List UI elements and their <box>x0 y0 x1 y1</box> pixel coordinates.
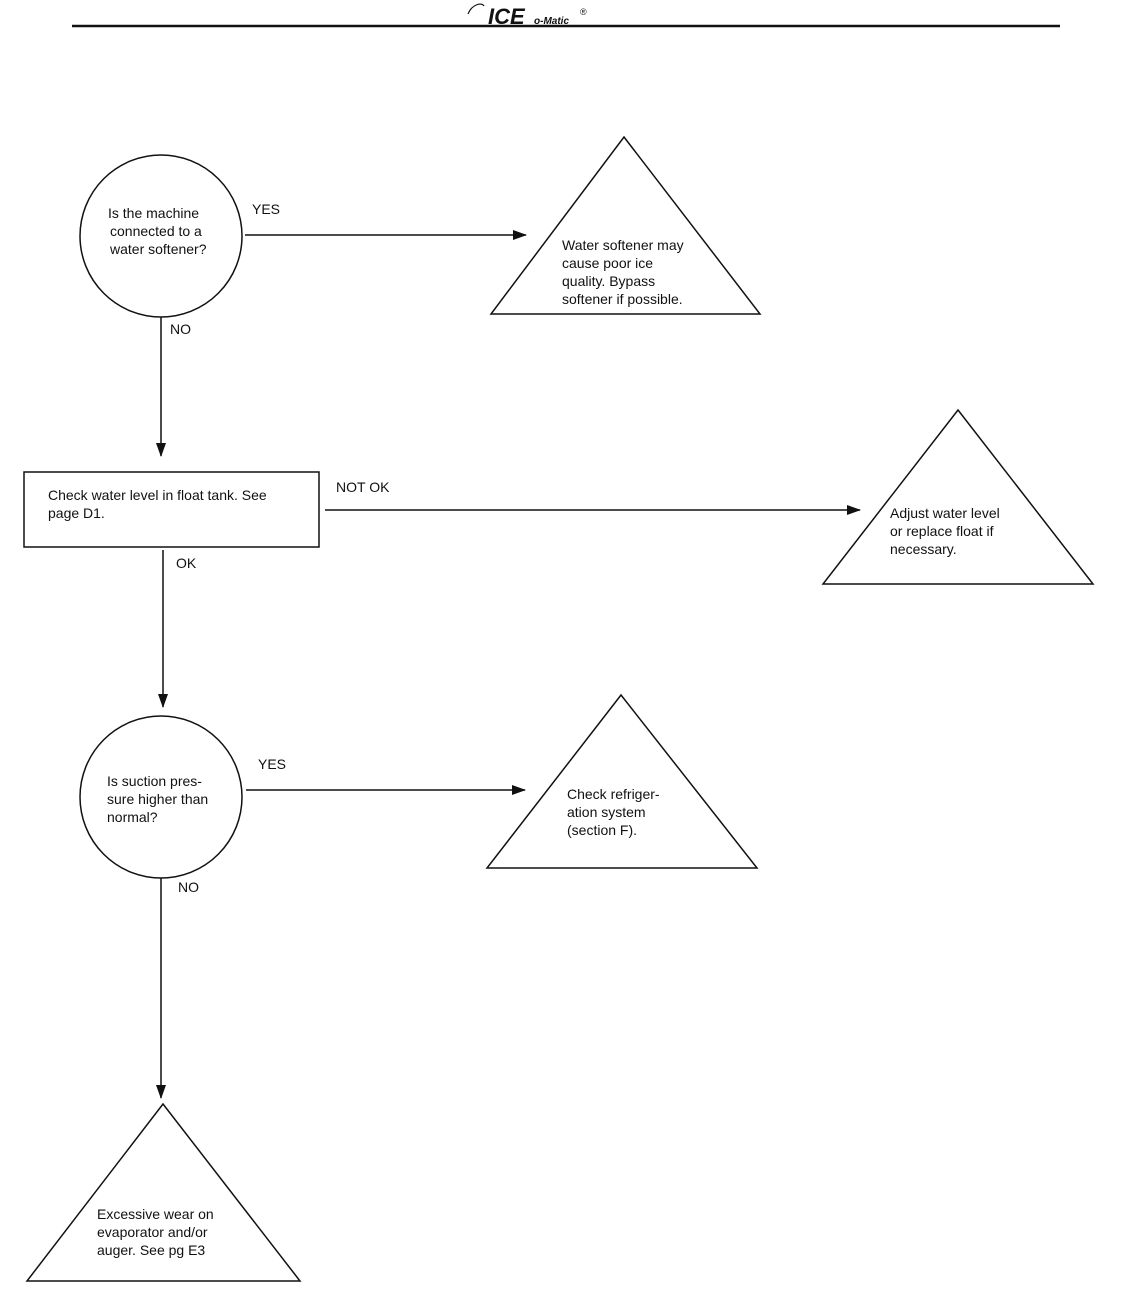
result-water-line-1: Adjust water level <box>890 505 1000 521</box>
logo-registered-mark: ® <box>580 7 587 17</box>
edge-softener-no-label: NO <box>170 321 191 337</box>
decision-suction-line-1: Is suction pres- <box>107 773 202 789</box>
process-check-water-box <box>23 471 320 548</box>
result-suction-line-2: ation system <box>567 804 646 820</box>
result-softener-line-1: Water softener may <box>562 237 684 253</box>
edge-water-ok-label: OK <box>176 555 197 571</box>
result-softener-line-4: softener if possible. <box>562 291 683 307</box>
result-suction-line-3: (section F). <box>567 822 637 838</box>
result-suction: Check refriger- ation system (section F)… <box>485 693 759 869</box>
result-wear-line-3: auger. See pg E3 <box>97 1242 205 1258</box>
decision-softener-line-3: water softener? <box>109 241 207 257</box>
result-softener-triangle <box>489 135 762 315</box>
result-wear-triangle <box>25 1102 302 1282</box>
result-wear-line-1: Excessive wear on <box>97 1206 214 1222</box>
decision-softener-line-2: connected to a <box>110 223 202 239</box>
result-softener-line-2: cause poor ice <box>562 255 653 271</box>
edge-suction-no-label: NO <box>178 879 199 895</box>
edge-water-notok-label: NOT OK <box>336 479 390 495</box>
decision-softener-line-1: Is the machine <box>108 205 199 221</box>
edge-suction-yes-label: YES <box>258 756 286 772</box>
result-wear: Excessive wear on evaporator and/or auge… <box>25 1102 302 1282</box>
logo-swoosh-icon <box>467 3 485 15</box>
process-check-water-line-2: page D1. <box>48 505 105 521</box>
result-water-line-2: or replace float if <box>890 523 994 539</box>
process-check-water-line-1: Check water level in float tank. See <box>48 487 267 503</box>
decision-suction-line-2: sure higher than <box>107 791 208 807</box>
result-suction-triangle <box>485 693 759 869</box>
result-water-triangle <box>821 408 1095 585</box>
process-check-water: Check water level in float tank. See pag… <box>23 471 320 548</box>
result-softener-line-3: quality. Bypass <box>562 273 655 289</box>
result-wear-line-2: evaporator and/or <box>97 1224 208 1240</box>
result-water: Adjust water level or replace float if n… <box>821 408 1095 585</box>
decision-suction: Is suction pres- sure higher than normal… <box>79 715 243 879</box>
logo-omatic-text: o-Matic <box>534 16 569 27</box>
result-suction-line-1: Check refriger- <box>567 786 660 802</box>
decision-suction-line-3: normal? <box>107 809 158 825</box>
decision-softener: Is the machine connected to a water soft… <box>79 154 243 318</box>
result-softener: Water softener may cause poor ice qualit… <box>489 135 762 315</box>
edge-softener-yes-label: YES <box>252 201 280 217</box>
result-water-line-3: necessary. <box>890 541 957 557</box>
